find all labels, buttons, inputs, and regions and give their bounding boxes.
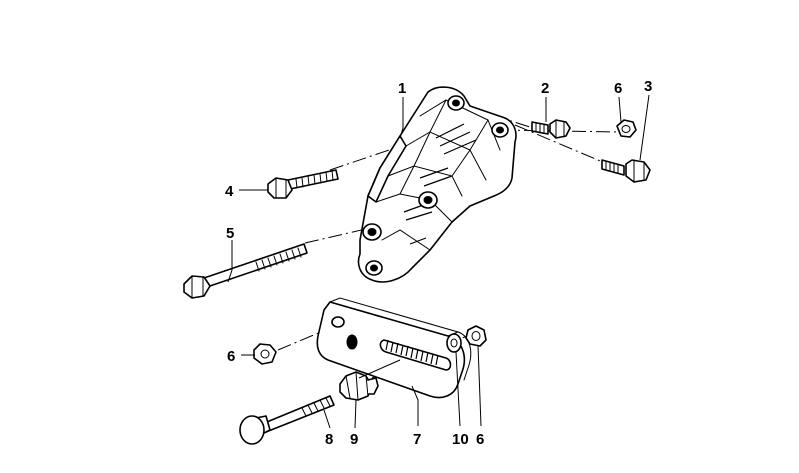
long-hex-bolt-5-icon	[183, 243, 308, 299]
hex-bolt-4-icon	[267, 169, 339, 199]
callout-5: 5	[226, 225, 234, 242]
callout-3: 3	[644, 78, 652, 95]
carriage-bolt-8-icon	[239, 395, 335, 445]
callout-6-right: 6	[476, 431, 484, 448]
leader-lines	[227, 94, 650, 429]
callout-labels: 1 2 6 3 4 5 6 8 9 7 10 6	[225, 78, 652, 448]
hex-bolt-3-icon	[601, 159, 651, 183]
hex-nut-top-icon	[616, 119, 637, 138]
callout-7: 7	[413, 431, 421, 448]
callout-6-left: 6	[227, 348, 235, 365]
callout-8: 8	[325, 431, 333, 448]
hex-nut-right-icon	[465, 325, 487, 347]
hex-nut-left-icon	[253, 343, 277, 365]
callout-6-top: 6	[614, 80, 622, 97]
callout-9: 9	[350, 431, 358, 448]
mounting-bracket-icon	[357, 86, 517, 283]
callout-1: 1	[398, 80, 406, 97]
callout-4: 4	[225, 183, 234, 200]
adjusting-gear-9-icon	[339, 371, 379, 401]
washer-10-icon	[446, 333, 462, 353]
hex-bolt-2-icon	[531, 119, 571, 139]
callout-10: 10	[452, 431, 469, 448]
callout-2: 2	[541, 80, 549, 97]
slotted-tension-strap-7-icon	[316, 297, 472, 399]
